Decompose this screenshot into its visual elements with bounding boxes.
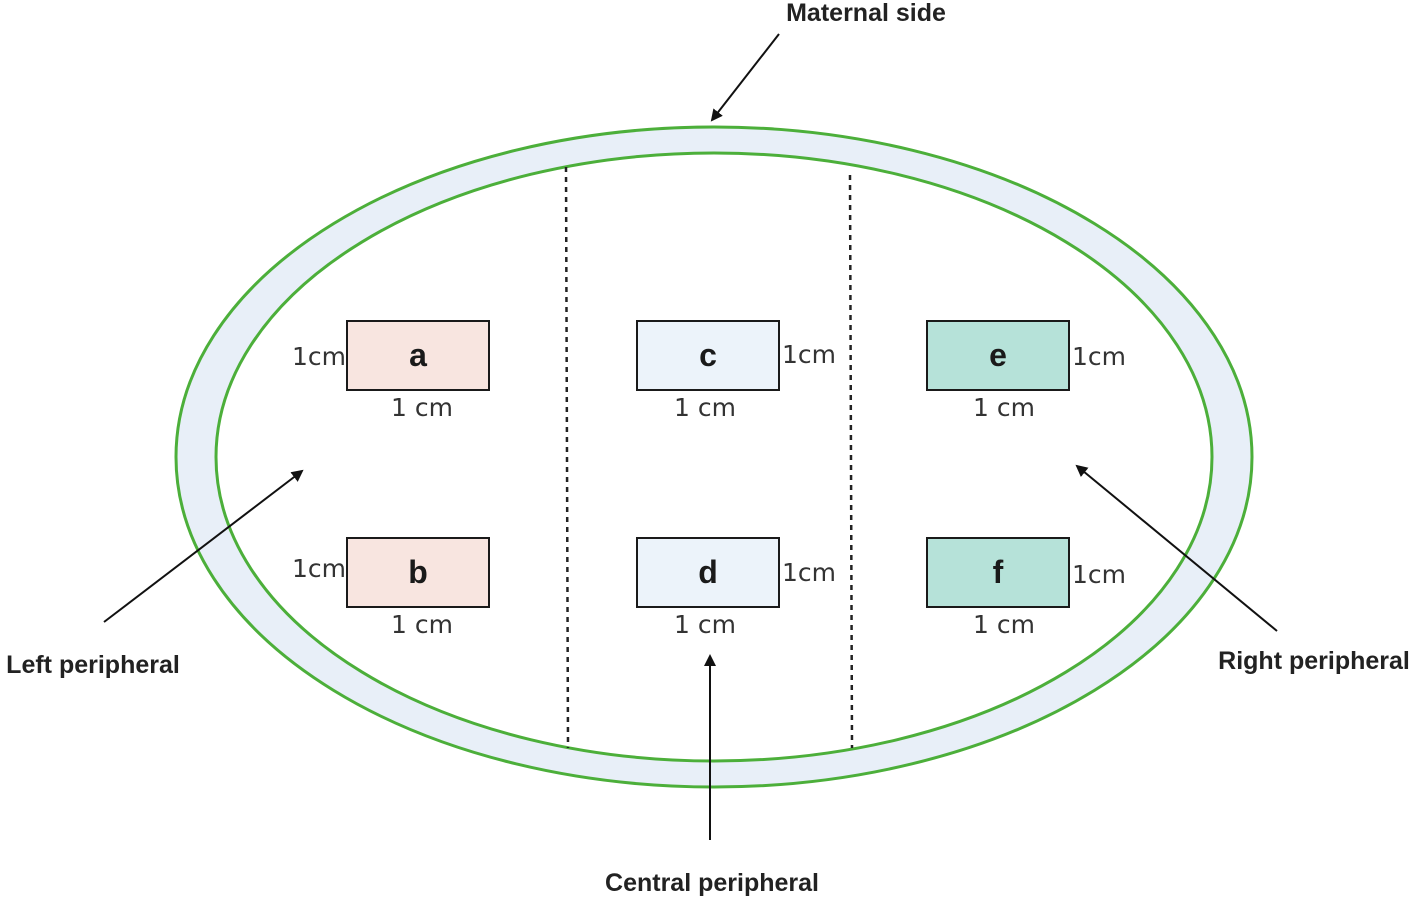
sample-f: f 1cm 1 cm [926,537,1126,639]
sample-box [346,320,490,391]
height-label: 1cm [292,554,346,583]
width-label: 1 cm [391,393,453,422]
sample-box [926,320,1070,391]
right-peripheral-label: Right peripheral [1218,647,1410,675]
sample-e: e 1cm 1 cm [926,320,1126,422]
maternal-side-arrow [710,33,780,122]
sample-letter: b [408,554,428,590]
sample-c: c 1cm 1 cm [636,320,836,422]
height-label: 1cm [782,340,836,369]
sample-letter: e [989,337,1007,373]
maternal-side-label: Maternal side [786,0,946,27]
left-peripheral-label: Left peripheral [6,651,180,679]
sample-d: d 1cm 1 cm [636,537,836,639]
placenta-inner-ellipse [214,151,1214,763]
width-label: 1 cm [973,393,1035,422]
height-label: 1cm [782,558,836,587]
height-label: 1cm [292,342,346,371]
sample-letter: c [699,337,717,373]
height-label: 1cm [1072,560,1126,589]
sample-letter: a [409,337,427,373]
divider-left [564,166,570,749]
sample-a: a 1cm 1 cm [292,320,490,422]
left-peripheral-arrow [103,469,304,623]
sample-box [346,537,490,608]
central-peripheral-label: Central peripheral [605,869,819,897]
sample-letter: d [698,554,718,590]
right-peripheral-arrow [1075,464,1278,632]
sample-box [926,537,1070,608]
width-label: 1 cm [973,610,1035,639]
placenta-outline [174,125,1254,789]
height-label: 1cm [1072,342,1126,371]
width-label: 1 cm [674,393,736,422]
sample-box [636,320,780,391]
sample-letter: f [993,554,1004,590]
sample-box [636,537,780,608]
sample-b: b 1cm 1 cm [292,537,490,639]
width-label: 1 cm [674,610,736,639]
width-label: 1 cm [391,610,453,639]
